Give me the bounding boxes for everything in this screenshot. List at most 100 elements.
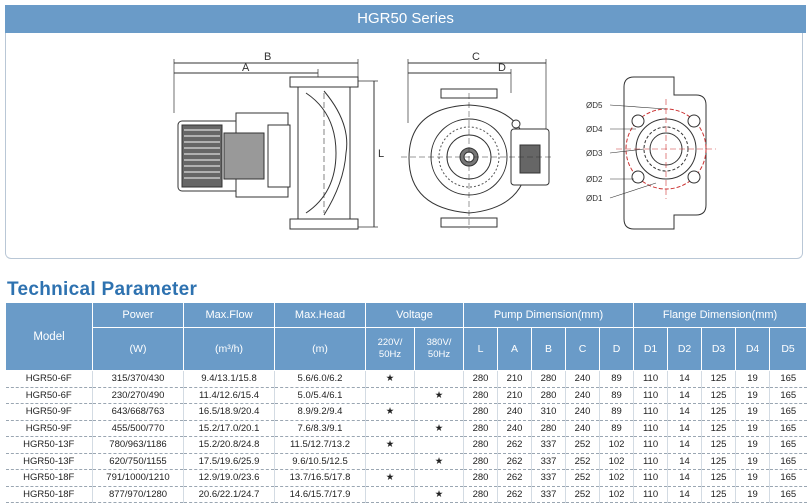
cell-v220: ★ — [365, 436, 415, 454]
cell-d4: 19 — [735, 486, 770, 503]
dim-label-d5: ØD5 — [586, 101, 603, 110]
cell-d: 102 — [599, 453, 634, 470]
col-unit-power: (W) — [92, 327, 184, 371]
cell-b: 310 — [531, 403, 566, 421]
dim-label-d1: ØD1 — [586, 194, 603, 203]
cell-d2: 14 — [667, 420, 702, 437]
cell-c: 252 — [565, 486, 600, 503]
col-header-pump-dimension: Pump Dimension(mm) — [463, 302, 635, 328]
technical-parameter-table: Model Power Max.Flow Max.Head Voltage Pu… — [5, 302, 808, 503]
cell-d5: 165 — [769, 486, 807, 503]
col-header-power: Power — [92, 302, 184, 328]
cell-b: 280 — [531, 387, 566, 404]
col-header-d5: D5 — [769, 327, 808, 371]
cell-flow: 9.4/13.1/15.8 — [183, 370, 275, 388]
cell-model: HGR50-18F — [5, 469, 93, 487]
cell-v220: ★ — [365, 469, 415, 487]
cell-b: 337 — [531, 453, 566, 470]
cell-d3: 125 — [701, 403, 736, 421]
col-header-a: A — [497, 327, 533, 371]
col-unit-flow: (m³/h) — [183, 327, 275, 371]
cell-d5: 165 — [769, 387, 807, 404]
col-header-380v: 380V/ 50Hz — [413, 327, 465, 371]
cell-power: 315/370/430 — [92, 370, 184, 388]
cell-a: 240 — [497, 420, 532, 437]
col-header-voltage: Voltage — [364, 302, 465, 328]
cell-c: 240 — [565, 403, 600, 421]
cell-power: 791/1000/1210 — [92, 469, 184, 487]
cell-l: 280 — [463, 403, 498, 421]
technical-drawing-panel: B A L C D ØD5 ØD4 ØD3 ØD2 ØD1 — [5, 33, 803, 259]
cell-l: 280 — [463, 420, 498, 437]
technical-drawing: B A L C D ØD5 ØD4 ØD3 ØD2 ØD1 — [173, 51, 716, 230]
cell-d2: 14 — [667, 469, 702, 487]
cell-l: 280 — [463, 436, 498, 454]
cell-d4: 19 — [735, 370, 770, 388]
cell-v380: ★ — [413, 453, 464, 470]
cell-v380 — [413, 469, 464, 487]
cell-d3: 125 — [701, 453, 736, 470]
cell-a: 240 — [497, 403, 532, 421]
cell-d2: 14 — [667, 486, 702, 503]
dim-label-b: B — [264, 51, 271, 63]
dim-label-a: A — [242, 62, 250, 74]
cell-d: 102 — [599, 436, 634, 454]
cell-model: HGR50-6F — [5, 370, 93, 388]
cell-d2: 14 — [667, 453, 702, 470]
cell-d5: 165 — [769, 453, 807, 470]
cell-a: 210 — [497, 370, 532, 388]
cell-c: 252 — [565, 436, 600, 454]
cell-a: 262 — [497, 486, 532, 503]
dim-label-d2: ØD2 — [586, 175, 603, 184]
cell-d3: 125 — [701, 420, 736, 437]
cell-head: 9.6/10.5/12.5 — [274, 453, 366, 470]
cell-power: 455/500/770 — [92, 420, 184, 437]
col-unit-head: (m) — [274, 327, 366, 371]
col-header-d: D — [599, 327, 635, 371]
cell-d: 89 — [599, 403, 634, 421]
cell-d1: 110 — [633, 486, 668, 503]
cell-d2: 14 — [667, 370, 702, 388]
cell-power: 230/270/490 — [92, 387, 184, 404]
cell-power: 780/963/1186 — [92, 436, 184, 454]
cell-v220: ★ — [365, 370, 415, 388]
cell-d4: 19 — [735, 469, 770, 487]
series-title: HGR50 Series — [357, 10, 454, 27]
cell-d: 89 — [599, 420, 634, 437]
col-header-d4: D4 — [735, 327, 771, 371]
cell-flow: 15.2/20.8/24.8 — [183, 436, 275, 454]
cell-d1: 110 — [633, 370, 668, 388]
cell-l: 280 — [463, 387, 498, 404]
cell-v380 — [413, 370, 464, 388]
cell-v380 — [413, 436, 464, 454]
cell-d5: 165 — [769, 420, 807, 437]
cell-b: 337 — [531, 436, 566, 454]
cell-d1: 110 — [633, 403, 668, 421]
cell-d2: 14 — [667, 387, 702, 404]
cell-d3: 125 — [701, 370, 736, 388]
cell-c: 240 — [565, 420, 600, 437]
pump-front-view — [401, 59, 554, 229]
cell-flow: 20.6/22.1/24.7 — [183, 486, 275, 503]
cell-d4: 19 — [735, 387, 770, 404]
cell-model: HGR50-9F — [5, 420, 93, 437]
series-title-bar: HGR50 Series — [5, 5, 806, 33]
cell-d2: 14 — [667, 436, 702, 454]
cell-v380: ★ — [413, 420, 464, 437]
col-header-b: B — [531, 327, 567, 371]
col-header-head: Max.Head — [274, 302, 366, 328]
cell-head: 11.5/12.7/13.2 — [274, 436, 366, 454]
cell-a: 210 — [497, 387, 532, 404]
cell-d4: 19 — [735, 453, 770, 470]
cell-c: 240 — [565, 370, 600, 388]
cell-head: 5.6/6.0/6.2 — [274, 370, 366, 388]
cell-v220 — [365, 453, 415, 470]
flange-detail-view — [609, 76, 716, 230]
col-header-flow: Max.Flow — [183, 302, 275, 328]
cell-v220 — [365, 486, 415, 503]
cell-d1: 110 — [633, 469, 668, 487]
